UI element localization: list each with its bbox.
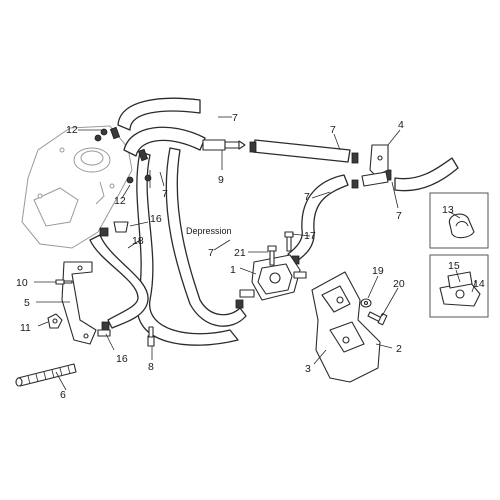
leader-lines [34, 116, 477, 391]
callout-20: 20 [393, 278, 405, 290]
connector-9 [202, 139, 246, 151]
callout-6: 6 [60, 389, 66, 401]
hose-upper-left-2 [123, 126, 206, 157]
callout-11: 11 [20, 322, 31, 334]
bolt-8 [147, 326, 155, 347]
callout-9: 9 [218, 174, 224, 186]
bracket-5 [61, 261, 97, 345]
depression-annotation: Depression [186, 226, 232, 236]
callout-7-upper-right: 7 [330, 124, 336, 136]
callout-7-depression: 7 [208, 247, 214, 259]
callout-16-upper: 16 [150, 213, 162, 225]
callout-19: 19 [372, 265, 384, 277]
inset-13 [429, 192, 489, 249]
callout-15: 15 [448, 260, 460, 272]
callout-5: 5 [24, 297, 30, 309]
callout-12-left: 12 [114, 195, 126, 207]
fuel-tank [21, 125, 133, 249]
callout-13: 13 [442, 204, 454, 216]
callout-12-top: 12 [66, 124, 78, 136]
callout-17: 17 [304, 230, 316, 242]
screw-20 [367, 311, 388, 326]
callout-2: 2 [396, 343, 402, 355]
callout-3: 3 [305, 363, 311, 375]
nut-11 [47, 313, 63, 329]
hose-middle-inner [165, 147, 247, 327]
bolt-16-lower [97, 329, 111, 337]
hose-18 [89, 234, 149, 329]
hose-upper-mid-1 [252, 139, 351, 163]
callout-7-top: 7 [232, 112, 238, 124]
washer-19 [360, 298, 372, 308]
callout-1: 1 [230, 264, 236, 276]
callout-7-right: 7 [396, 210, 402, 222]
callout-4: 4 [398, 119, 404, 131]
screw-21 [267, 245, 277, 266]
screw-17 [284, 231, 294, 252]
callout-8: 8 [148, 361, 154, 373]
bolt-16-upper [113, 221, 129, 233]
callout-7-middle: 7 [162, 188, 168, 200]
clamps [94, 126, 392, 331]
callout-10: 10 [16, 277, 28, 289]
screw-10 [55, 279, 73, 285]
hose-upper-right-1 [394, 157, 459, 192]
hose-right-down [287, 174, 349, 263]
inset-14-15 [429, 254, 489, 318]
callout-7-center-right: 7 [304, 191, 310, 203]
bracket-4 [361, 144, 389, 187]
rod-6 [15, 363, 77, 387]
callout-16-lower: 16 [116, 353, 128, 365]
canister-bracket [311, 271, 381, 383]
callout-14: 14 [473, 278, 485, 290]
valve-1 [239, 254, 307, 301]
hose-upper-left-1 [117, 97, 201, 131]
callout-21: 21 [234, 247, 246, 259]
hose-middle-loop [136, 151, 239, 346]
callout-18: 18 [132, 235, 144, 247]
